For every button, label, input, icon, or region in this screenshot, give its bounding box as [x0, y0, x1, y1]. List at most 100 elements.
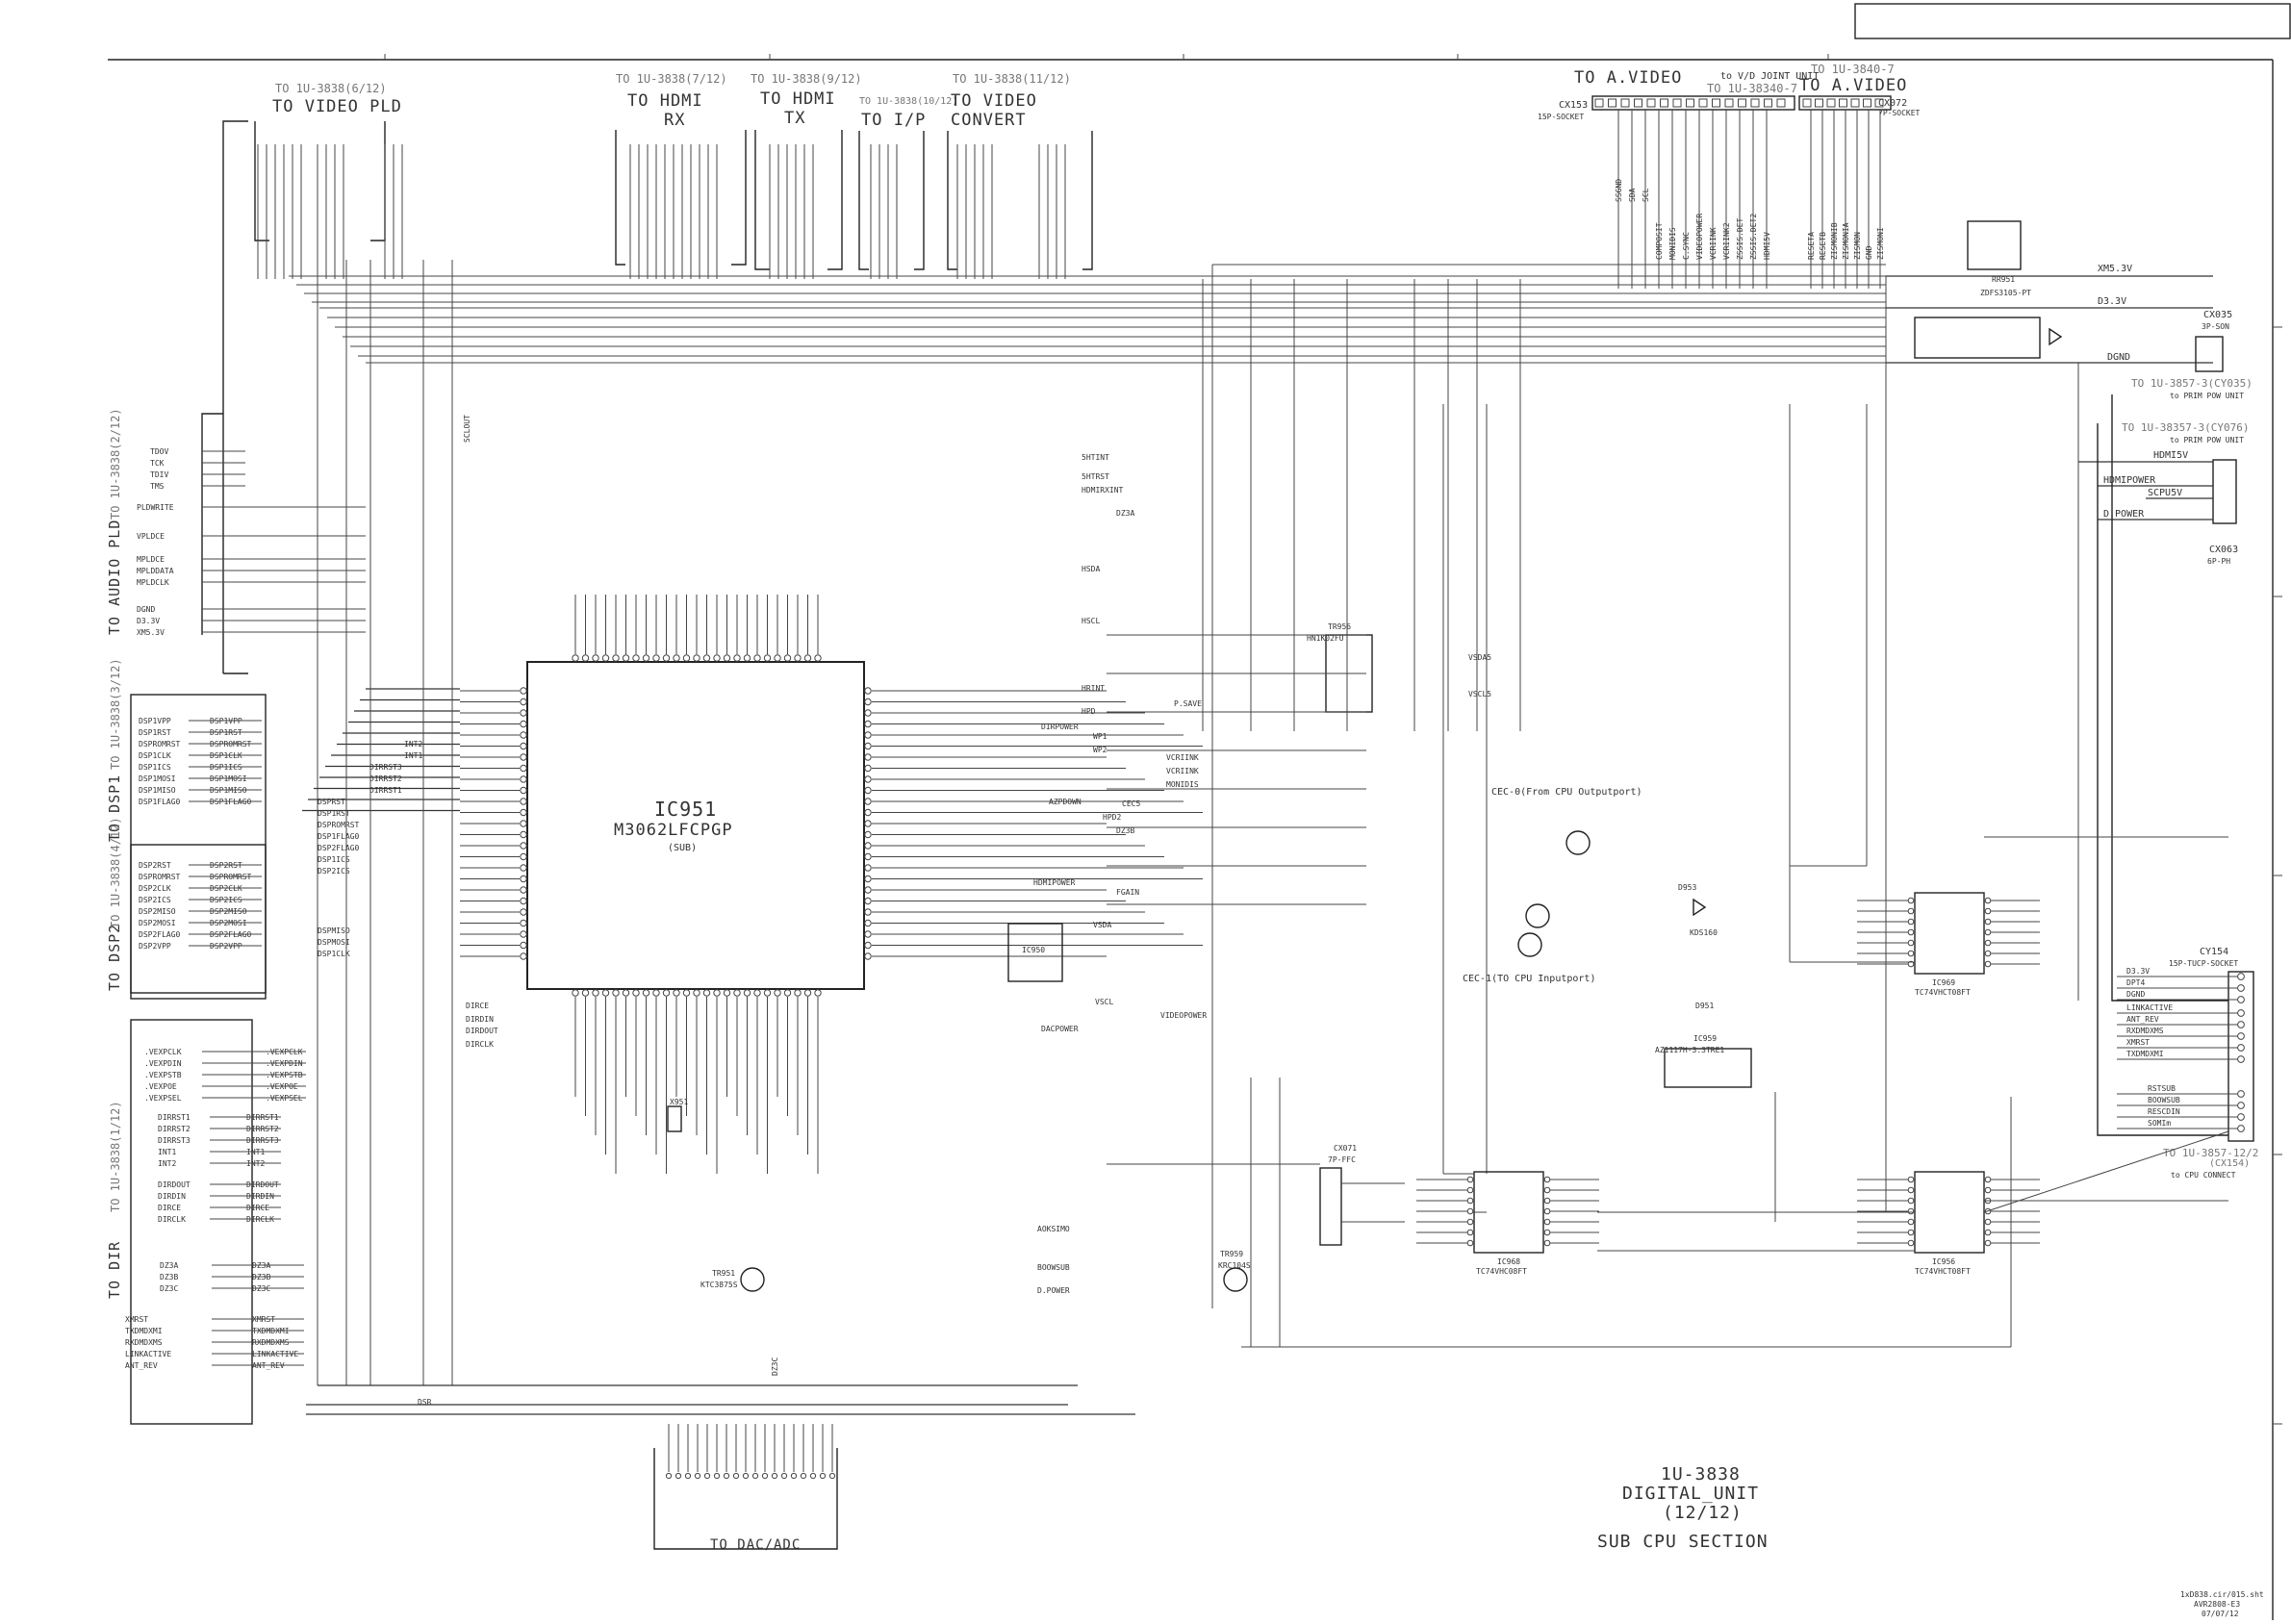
bus-signal-45: DIRDOUT	[466, 1027, 498, 1035]
audio-pld-signal-7: MPLDDATA	[137, 567, 174, 575]
header-connector-frames	[254, 121, 1093, 270]
bus-signal-12: VSCL5	[1468, 690, 1491, 698]
cec-out-label: CEC-1(TO CPU Inputport)	[1463, 974, 1595, 984]
bus-wiring	[289, 264, 2079, 1308]
dir-low-signal-5: RXDMDXMS	[125, 1338, 163, 1347]
prim-pow-2: TO 1U-38357-3(CY076)	[2122, 421, 2249, 434]
video-convert-ref: TO 1U-3838(11/12)	[953, 72, 1071, 86]
tr959-part: KRC104S	[1218, 1261, 1251, 1270]
cx072-connector: CX072 7P-SOCKET	[1798, 95, 1921, 117]
left-connector-frames	[130, 120, 267, 1425]
audio-pld-signal-8: MPLDCLK	[137, 578, 169, 587]
dir-ref: TO 1U-3838(1/12)	[109, 1101, 122, 1212]
cx072-ref: CX072	[1878, 98, 1907, 109]
cpu-connect-2: (CX154)	[2209, 1158, 2250, 1169]
dsp1-signal-6: DSP1MISO	[139, 786, 176, 795]
bus-signal-51: DSR	[418, 1398, 432, 1407]
dsp2-signal-3: DSP2ICS	[139, 896, 171, 904]
dsp2-signal-6: DSP2FLAG0	[139, 930, 181, 939]
side-labels: TO AUDIO PLD TO 1U-3838(2/12) TO DSP1 TO…	[106, 408, 123, 1299]
cx063-ref: CX063	[2209, 545, 2238, 555]
a-video-2-ref: TO 1U-3840-7	[1811, 63, 1895, 76]
cx153-signal-3: COMPOSIT	[1655, 222, 1664, 260]
bus-signal-28: DSPMISO	[318, 926, 350, 935]
rail-scpu5v: SCPU5V	[2148, 488, 2182, 498]
top-pin-labels	[257, 144, 1066, 279]
dir-top-signal-2: .VEXPSTB	[144, 1071, 182, 1079]
dir-low-signal-1: DZ3B	[160, 1273, 178, 1281]
dir-mid-signal-5: DIRDOUT	[158, 1180, 191, 1189]
bus-signal-43: DIRCE	[466, 1002, 489, 1010]
cy154-signal-4: ANT_REV	[2126, 1015, 2159, 1024]
dir-low-signal-0: DZ3A	[160, 1261, 178, 1270]
right-wiring	[1107, 634, 2229, 1348]
dir-mid-signal-1: DIRRST2	[158, 1125, 191, 1133]
cy154-signal-5: RXDMDXMS	[2126, 1027, 2164, 1035]
ic969-ref: IC969	[1932, 978, 1955, 987]
dir-mid-signal-2: DIRRST3	[158, 1136, 191, 1145]
cy154-signal-7: TXDMDXMI	[2126, 1050, 2164, 1058]
prim-pow-1b: to PRIM POW UNIT	[2170, 392, 2244, 400]
cx072-signal-0: RESETA	[1807, 232, 1816, 260]
ip-heading: TO I/P	[861, 111, 926, 130]
rail-xm53: XM5.3V	[2098, 264, 2132, 274]
prim-pow-1: TO 1U-3857-3(CY035)	[2131, 377, 2253, 390]
rr951-part: ZDFS3105-PT	[1980, 289, 2031, 297]
top-headings: TO 1U-3838(6/12) TO VIDEO PLD TO 1U-3838…	[272, 63, 1906, 130]
dsp1-signal-4: DSP1ICS	[139, 763, 171, 772]
hdmi-tx-heading: TO HDMI	[760, 89, 836, 109]
sheet-frame	[108, 3, 2291, 1620]
rail-d33: D3.3V	[2098, 296, 2126, 307]
ic951-chip: IC951 M3062LFCPGP (SUB)	[460, 595, 931, 1056]
cpu-connect-1: TO 1U-3857-12/2	[2163, 1147, 2258, 1159]
ic959-part: AZ1117H-3.3TRE1	[1655, 1046, 1724, 1054]
cy154-signal-8: RSTSUB	[2148, 1084, 2176, 1093]
power-section: XM5.3V D3.3V DGND RR951 ZDFS3105-PT CX03…	[1886, 220, 2253, 566]
hdmi-rx-heading: TO HDMI	[627, 91, 703, 111]
rail-dgnd: DGND	[2107, 352, 2130, 363]
cx072-signal-2: ZISMONIB	[1830, 222, 1839, 260]
cy154-ref: CY154	[2200, 947, 2228, 957]
dac-adc-heading: TO DAC/ADC	[710, 1537, 801, 1553]
bus-signal-labels: SCLOUT5HTINT5HTRSTHDMIRXINTDZ3AHSDAHSCLH…	[318, 415, 1491, 1407]
dsp1-ref: TO 1U-3838(3/12)	[109, 658, 122, 770]
cx153-signal-10: ZSSIS.DET2	[1749, 214, 1758, 260]
dir-low-signal-3: XMRST	[125, 1315, 148, 1324]
vd-joint-ref: TO 1U-38340-7	[1707, 82, 1797, 95]
cx153-signal-0: SSGND	[1615, 179, 1623, 202]
cy154-signal-1: DPT4	[2126, 978, 2145, 987]
dsp1-label: TO DSP1	[106, 774, 123, 842]
file-info-2: AVR2808-E3	[2194, 1600, 2240, 1609]
dsp2-signal-1: DSPROMRST	[139, 873, 181, 881]
dir-top-signal-3: .VEXPOE	[144, 1082, 177, 1091]
bus-signal-25: DSP2FLAG0	[318, 844, 360, 852]
video-pld-heading: TO VIDEO PLD	[272, 97, 402, 116]
bus-signal-33: HDMIPOWER	[1033, 878, 1076, 887]
ic959-ref: IC959	[1693, 1034, 1717, 1043]
cy154-signal-3: LINKACTIVE	[2126, 1003, 2173, 1012]
ic951-wiring	[302, 260, 1203, 1415]
title-line-3: (12/12)	[1663, 1503, 1743, 1523]
cx035-type: 3P-SON	[2202, 322, 2229, 331]
ic956-ref: IC956	[1932, 1257, 1955, 1266]
cy154-signal-0: D3.3V	[2126, 967, 2150, 976]
dir-low-signal-4: TXDMDXMI	[125, 1327, 163, 1335]
cy154-type: 15P-TUCP-SOCKET	[2169, 959, 2238, 968]
dir-label: TO DIR	[106, 1241, 123, 1299]
d953-ref: D953	[1678, 883, 1696, 892]
bus-signal-41: VIDEOPOWER	[1160, 1011, 1207, 1020]
bus-signal-22: DSP1RST	[318, 809, 350, 818]
dsp2-signal-7: DSP2VPP	[139, 942, 171, 951]
discrete-parts: TR956 HN1K02FU CEC-0(From CPU Outputport…	[667, 622, 1718, 1292]
bus-signal-48: BOOWSUB	[1037, 1263, 1070, 1272]
cx063-type: 6P-PH	[2207, 557, 2230, 566]
bus-signal-24: DSP1FLAG0	[318, 832, 360, 841]
bus-signal-5: HSDA	[1082, 565, 1100, 573]
ic956-part: TC74VHCT08FT	[1915, 1267, 1971, 1276]
cec-in-label: CEC-0(From CPU Outputport)	[1491, 787, 1642, 798]
a-video-heading: TO A.VIDEO	[1574, 68, 1682, 88]
cx153-signal-2: SCL	[1642, 188, 1650, 202]
